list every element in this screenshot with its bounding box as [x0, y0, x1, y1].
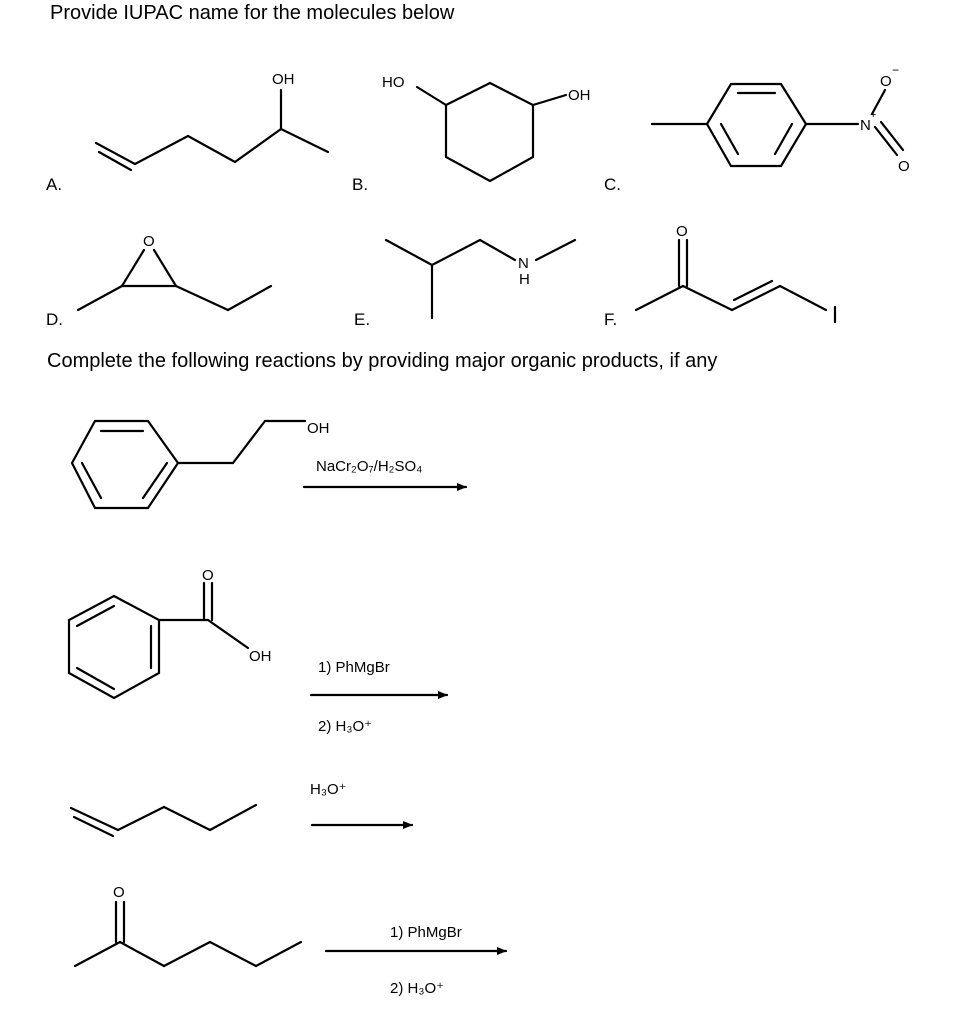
- carbonyl-o-label: O: [113, 884, 125, 901]
- o-label: O: [898, 158, 910, 175]
- reagent-step-2: 2) H₃O⁺: [318, 718, 372, 735]
- nitrogen-label: N: [860, 117, 871, 134]
- molecule-a: OH: [94, 71, 330, 172]
- ho-label: HO: [382, 74, 405, 91]
- o-minus-label: O: [880, 73, 892, 90]
- oh-label: OH: [568, 87, 591, 104]
- nitrogen-label: N: [518, 255, 529, 272]
- reaction-3: H₃O⁺: [69, 781, 414, 838]
- label-c: C.: [604, 175, 621, 194]
- molecule-f: O: [634, 223, 837, 324]
- carbonyl-o-label: O: [676, 223, 688, 240]
- reagent-dichromate: NaCr₂O₇/H₂SO₄: [316, 458, 422, 475]
- reaction-2: O OH 1) PhMgBr 2) H₃O⁺: [67, 567, 449, 735]
- plus-charge: +: [870, 109, 876, 121]
- molecule-e: N H: [384, 238, 577, 320]
- reagent-step-1: 1) PhMgBr: [318, 659, 390, 676]
- molecule-b: HO OH: [382, 74, 591, 183]
- naming-heading: Provide IUPAC name for the molecules bel…: [50, 2, 455, 24]
- oh-label: OH: [249, 648, 272, 665]
- epoxide-o-label: O: [143, 233, 155, 250]
- reagent-step-1: 1) PhMgBr: [390, 924, 462, 941]
- hydrogen-label: H: [519, 271, 530, 288]
- reaction-1: OH NaCr₂O₇/H₂SO₄: [70, 419, 468, 510]
- reaction-4: O 1) PhMgBr 2) H₃O⁺: [73, 884, 508, 997]
- reagent-acid: H₃O⁺: [310, 781, 347, 798]
- molecule-c: N + O − O: [650, 63, 910, 175]
- label-e: E.: [354, 310, 371, 329]
- reagent-step-2: 2) H₃O⁺: [390, 980, 444, 997]
- oh-label: OH: [272, 71, 295, 88]
- reactions-heading: Complete the following reactions by prov…: [47, 350, 718, 372]
- molecule-d: O: [76, 233, 273, 312]
- label-b: B.: [352, 175, 369, 194]
- label-a: A.: [46, 175, 63, 194]
- label-d: D.: [46, 310, 63, 329]
- oh-label: OH: [307, 420, 330, 437]
- carbonyl-o-label: O: [202, 567, 214, 584]
- minus-charge: −: [892, 63, 899, 77]
- label-f: F.: [604, 310, 618, 329]
